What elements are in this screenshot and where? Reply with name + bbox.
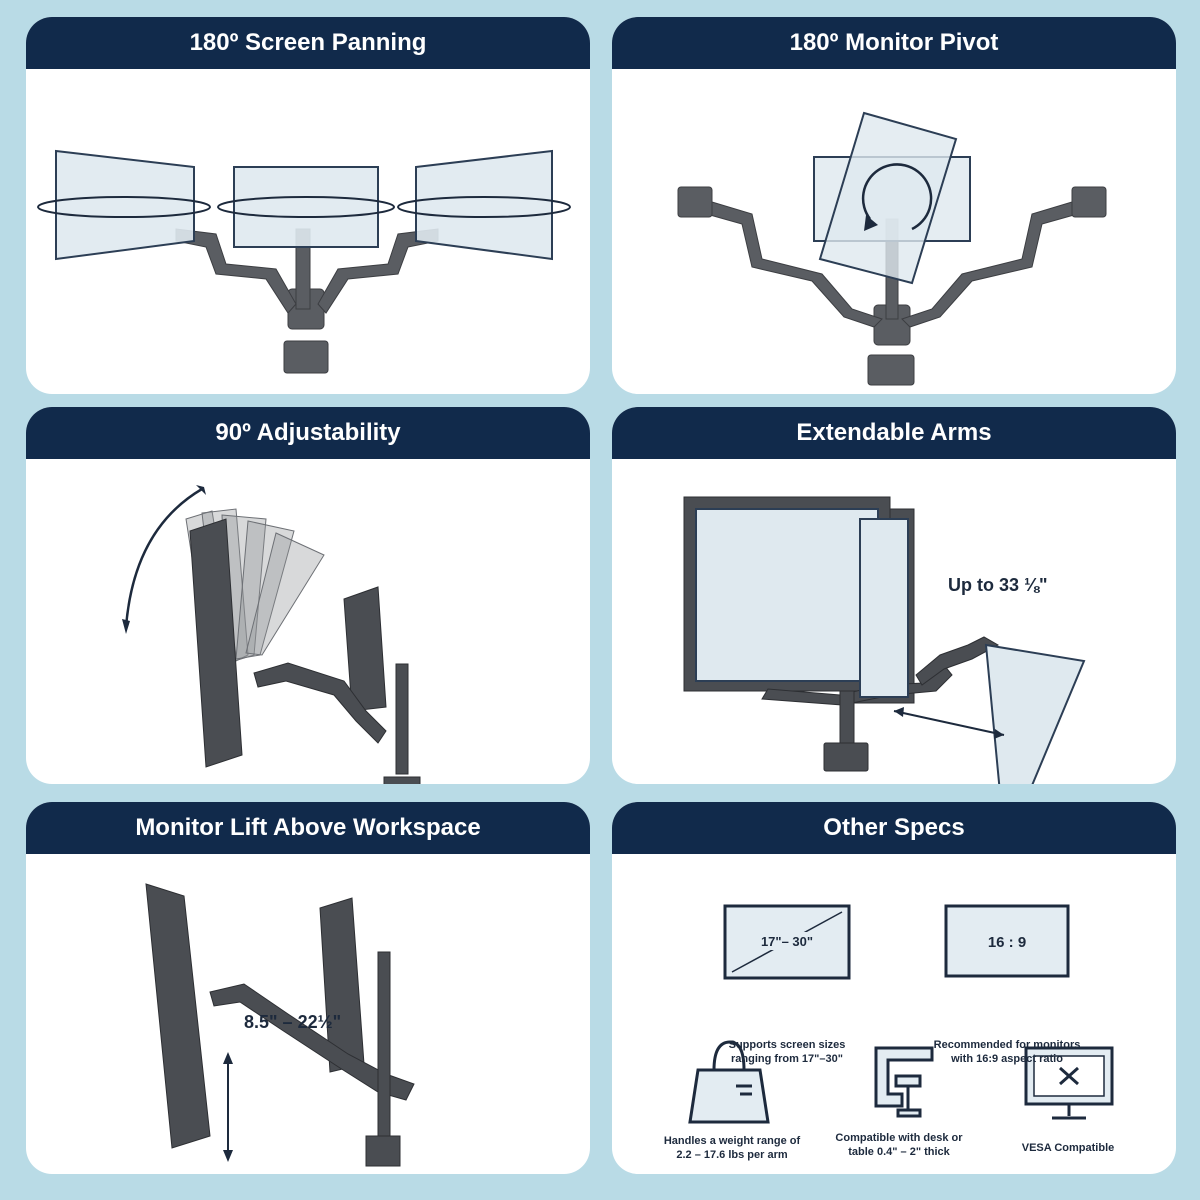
lift-illustration: 8.5" – 22½"	[26, 854, 590, 1174]
panel-title: Extendable Arms	[612, 407, 1176, 459]
extension-illustration: Up to 33 ⅛"	[612, 459, 1176, 784]
extension-callout: Up to 33 ⅛"	[948, 575, 1048, 595]
screen-size-icon-text: 17"– 30"	[761, 934, 813, 949]
panel-adjustability: 90º Adjustability	[26, 407, 590, 784]
aspect-ratio-icon: 16 : 9	[944, 904, 1070, 978]
lift-callout: 8.5" – 22½"	[244, 1012, 342, 1032]
panel-title: 180º Monitor Pivot	[612, 17, 1176, 69]
panel-other-specs: Other Specs 17"– 30" 16 : 9	[612, 802, 1176, 1174]
panel-title: 180º Screen Panning	[26, 17, 590, 69]
tilt-illustration	[26, 459, 590, 784]
panel-extendable-arms: Extendable Arms Up to 33 ⅛"	[612, 407, 1176, 784]
aspect-ratio-icon-text: 16 : 9	[988, 934, 1026, 951]
weight-label: Handles a weight range of 2.2 – 17.6 lbs…	[663, 1135, 801, 1162]
weight-bag-icon	[688, 1040, 770, 1124]
panel-title: Other Specs	[612, 802, 1176, 854]
panel-title: 90º Adjustability	[26, 407, 590, 459]
aspect-ratio-label: Recommended for monitors with 16:9 aspec…	[933, 1039, 1081, 1066]
specs-grid: 17"– 30" 16 : 9	[612, 854, 1176, 1174]
screen-size-label: Supports screen sizes ranging from 17"–3…	[728, 1039, 846, 1066]
panel-monitor-pivot: 180º Monitor Pivot	[612, 17, 1176, 394]
panning-illustration	[26, 69, 590, 394]
panel-monitor-lift: Monitor Lift Above Workspace 8.5" – 22½"	[26, 802, 590, 1174]
clamp-label: Compatible with desk or table 0.4" – 2" …	[835, 1132, 963, 1159]
vesa-monitor-icon	[1024, 1046, 1114, 1120]
vesa-label: VESA Compatible	[1021, 1142, 1115, 1154]
screen-size-icon: 17"– 30"	[723, 904, 851, 980]
panel-screen-panning: 180º Screen Panning	[26, 17, 590, 394]
pivot-illustration	[612, 69, 1176, 394]
panel-title: Monitor Lift Above Workspace	[26, 802, 590, 854]
desk-clamp-icon	[874, 1046, 934, 1118]
